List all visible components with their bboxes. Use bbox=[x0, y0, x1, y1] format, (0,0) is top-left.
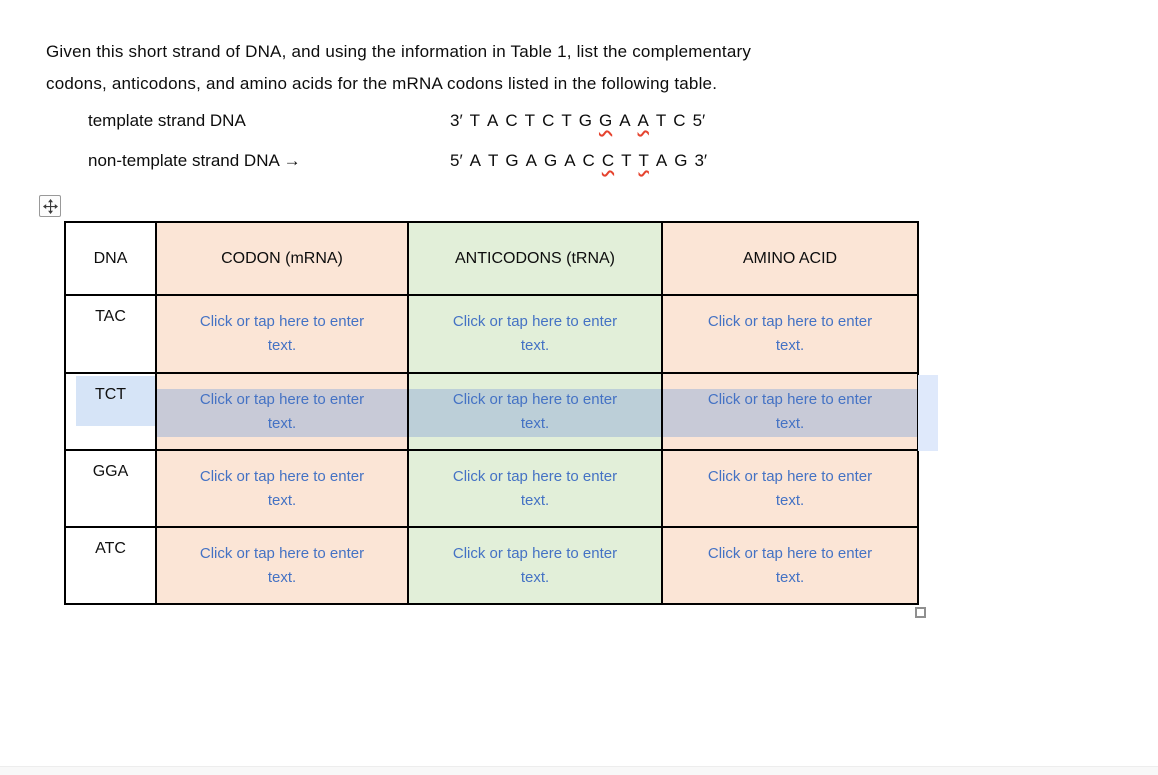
table-row-atc: ATC Click or tap here to enter text. Cli… bbox=[64, 526, 919, 605]
placeholder-text: Click or tap here to enter text. bbox=[199, 313, 365, 354]
dna-base: C bbox=[673, 111, 686, 130]
placeholder-text: Click or tap here to enter text. bbox=[707, 313, 873, 354]
dna-base: T bbox=[488, 151, 499, 170]
dna-base: T bbox=[524, 111, 536, 130]
dna-base: A bbox=[487, 111, 499, 130]
anticodon-field-atc[interactable]: Click or tap here to enter text. bbox=[407, 526, 663, 605]
amino-acid-field-gga[interactable]: Click or tap here to enter text. bbox=[661, 449, 919, 528]
dna-base: 5′ bbox=[692, 111, 706, 130]
codon-field-tct[interactable]: Click or tap here to enter text. bbox=[155, 372, 409, 451]
dna-cell-gga[interactable]: GGA bbox=[64, 449, 157, 528]
header-cell-amino-acid: AMINO ACID bbox=[661, 221, 919, 296]
dna-base: T bbox=[638, 151, 649, 170]
anticodon-field-gga[interactable]: Click or tap here to enter text. bbox=[407, 449, 663, 528]
scrollbar-track[interactable] bbox=[0, 766, 1158, 775]
dna-cell-atc[interactable]: ATC bbox=[64, 526, 157, 605]
dna-cell-tct[interactable]: TCT bbox=[64, 372, 157, 451]
selection-overlay bbox=[157, 389, 407, 437]
dna-base: G bbox=[578, 111, 592, 130]
dna-base: 3′ bbox=[694, 151, 708, 170]
placeholder-text: Click or tap here to enter text. bbox=[199, 467, 365, 509]
table-row-tac: TAC Click or tap here to enter text. Cli… bbox=[64, 294, 919, 374]
dna-base: T bbox=[621, 151, 632, 170]
amino-acid-field-tct[interactable]: Click or tap here to enter text. bbox=[661, 372, 919, 451]
placeholder-text: Click or tap here to enter text. bbox=[707, 544, 873, 586]
table-resize-handle[interactable] bbox=[915, 607, 926, 618]
placeholder-text: Click or tap here to enter text. bbox=[452, 390, 618, 432]
selection-overlay bbox=[663, 389, 917, 437]
dna-base: T bbox=[561, 111, 572, 130]
codon-table: DNA CODON (mRNA) ANTICODONS (tRNA) AMINO… bbox=[64, 221, 919, 605]
dna-base: G bbox=[505, 151, 519, 170]
selection-overlay bbox=[409, 389, 661, 437]
template-strand-label: template strand DNA bbox=[88, 111, 246, 130]
codon-field-tac[interactable]: Click or tap here to enter text. bbox=[155, 294, 409, 374]
dna-base: T bbox=[469, 111, 481, 130]
dna-base: A bbox=[637, 111, 649, 130]
header-cell-anticodons-trna: ANTICODONS (tRNA) bbox=[407, 221, 663, 296]
dna-base: G bbox=[598, 111, 613, 130]
move-arrows-icon bbox=[42, 198, 58, 214]
dna-base: G bbox=[674, 151, 688, 170]
placeholder-text: Click or tap here to enter text. bbox=[707, 390, 873, 432]
placeholder-text: Click or tap here to enter text. bbox=[452, 544, 618, 586]
table-header-row: DNA CODON (mRNA) ANTICODONS (tRNA) AMINO… bbox=[64, 221, 919, 296]
dna-base: C bbox=[582, 151, 595, 170]
table-row-tct: TCT Click or tap here to enter text. Cli… bbox=[64, 372, 919, 451]
codon-field-gga[interactable]: Click or tap here to enter text. bbox=[155, 449, 409, 528]
amino-acid-field-tac[interactable]: Click or tap here to enter text. bbox=[661, 294, 919, 374]
dna-base: 5′ bbox=[450, 151, 463, 170]
dna-base: A bbox=[564, 151, 576, 170]
header-cell-dna: DNA bbox=[64, 221, 157, 296]
anticodon-field-tac[interactable]: Click or tap here to enter text. bbox=[407, 294, 663, 374]
row-selection-highlight bbox=[76, 376, 155, 426]
anticodon-field-tct[interactable]: Click or tap here to enter text. bbox=[407, 372, 663, 451]
dna-base: C bbox=[542, 111, 555, 130]
codon-field-atc[interactable]: Click or tap here to enter text. bbox=[155, 526, 409, 605]
dna-base: A bbox=[619, 111, 631, 130]
placeholder-text: Click or tap here to enter text. bbox=[199, 390, 365, 432]
dna-base: C bbox=[601, 151, 615, 170]
amino-acid-field-atc[interactable]: Click or tap here to enter text. bbox=[661, 526, 919, 605]
dna-base: A bbox=[525, 151, 537, 170]
placeholder-text: Click or tap here to enter text. bbox=[452, 313, 618, 354]
non-template-strand-label: non-template strand DNA → bbox=[88, 151, 301, 170]
question-text: Given this short strand of DNA, and usin… bbox=[46, 42, 752, 93]
header-cell-codon-mrna: CODON (mRNA) bbox=[155, 221, 409, 296]
placeholder-text: Click or tap here to enter text. bbox=[452, 467, 618, 509]
placeholder-text: Click or tap here to enter text. bbox=[199, 544, 365, 586]
row-selection-strip bbox=[918, 375, 938, 451]
dna-cell-tac[interactable]: TAC bbox=[64, 294, 157, 374]
dna-base: G bbox=[543, 151, 558, 170]
dna-base: C bbox=[505, 111, 518, 130]
dna-base: A bbox=[469, 151, 481, 170]
table-move-handle[interactable] bbox=[39, 195, 61, 217]
dna-base: 3′ bbox=[450, 111, 463, 130]
dna-base: T bbox=[655, 111, 667, 130]
table-row-gga: GGA Click or tap here to enter text. Cli… bbox=[64, 449, 919, 528]
dna-base: A bbox=[655, 151, 668, 170]
placeholder-text: Click or tap here to enter text. bbox=[707, 467, 873, 509]
